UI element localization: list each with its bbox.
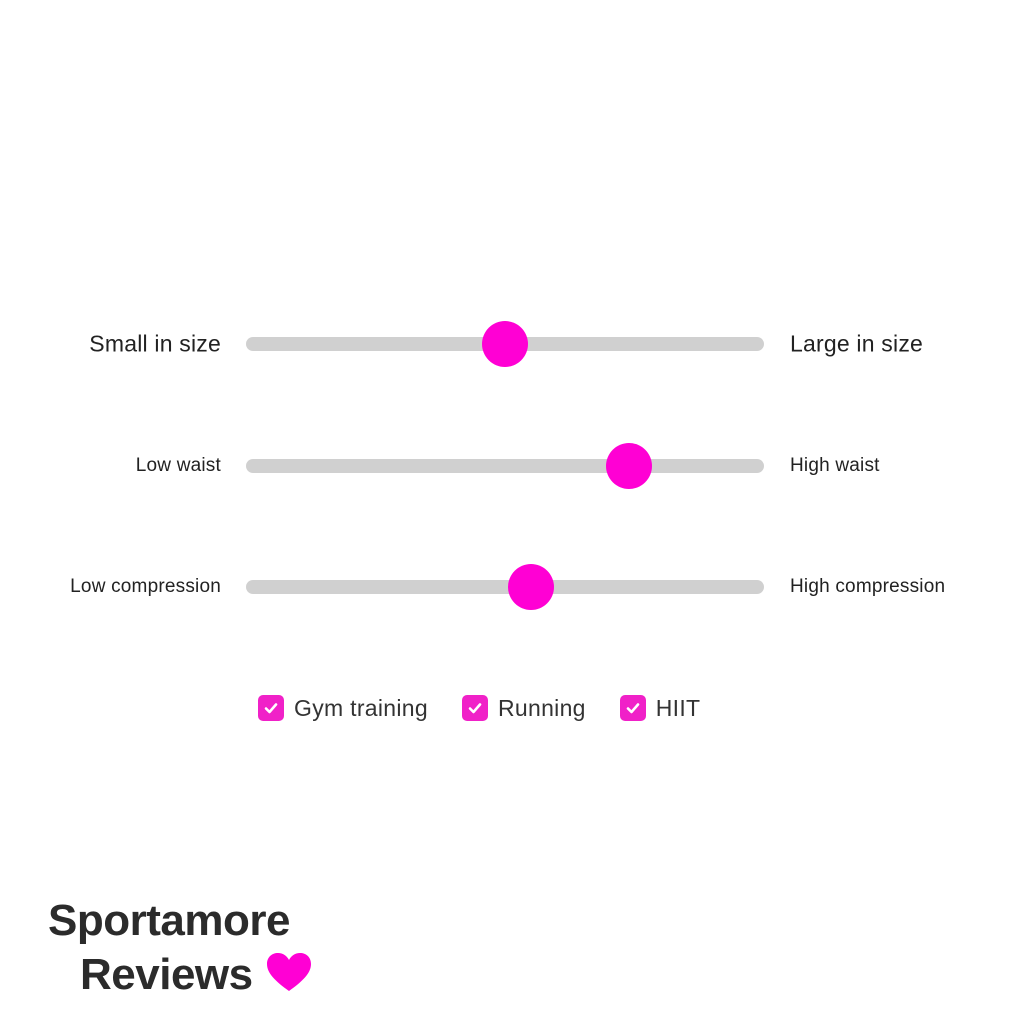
slider-row-size: Small in size Large in size xyxy=(0,314,1024,374)
slider-row-waist: Low waist High waist xyxy=(0,436,1024,496)
slider-size-max-label: Large in size xyxy=(790,330,924,357)
checkbox-gym-training-label: Gym training xyxy=(294,694,428,721)
slider-size-track[interactable] xyxy=(246,321,764,367)
slider-waist-min-label: Low waist xyxy=(135,455,221,476)
brand-name: Sportamore xyxy=(48,896,290,945)
slider-size-thumb[interactable] xyxy=(482,321,528,367)
checkbox-running-label: Running xyxy=(497,694,586,721)
slider-compression-min-label: Low compression xyxy=(70,576,221,597)
checkmark-icon[interactable] xyxy=(461,695,488,721)
checkmark-icon[interactable] xyxy=(619,695,646,721)
brand-subtitle: Reviews xyxy=(80,950,253,1000)
slider-waist-thumb[interactable] xyxy=(606,443,653,489)
activity-checkbox-group: Gym training Running HIIT xyxy=(258,688,734,728)
slider-waist-track[interactable] xyxy=(246,443,764,489)
slider-row-compression: Low compression High compression xyxy=(0,557,1024,617)
checkbox-running[interactable]: Running xyxy=(461,694,586,722)
slider-size-min-label: Small in size xyxy=(89,330,221,357)
slider-compression-max-label: High compression xyxy=(790,576,946,597)
checkbox-hiit-label: HIIT xyxy=(655,694,701,721)
checkbox-gym-training[interactable]: Gym training xyxy=(258,695,428,722)
checkbox-hiit[interactable]: HIIT xyxy=(619,694,701,722)
heart-icon xyxy=(265,951,313,1005)
slider-compression-thumb[interactable] xyxy=(507,564,554,610)
checkmark-icon[interactable] xyxy=(258,695,284,721)
slider-waist-max-label: High waist xyxy=(790,455,880,476)
brand-subtitle-row: Reviews xyxy=(80,947,313,1005)
brand-logo: Sportamore Reviews xyxy=(48,896,313,1004)
slider-compression-track[interactable] xyxy=(246,564,764,610)
